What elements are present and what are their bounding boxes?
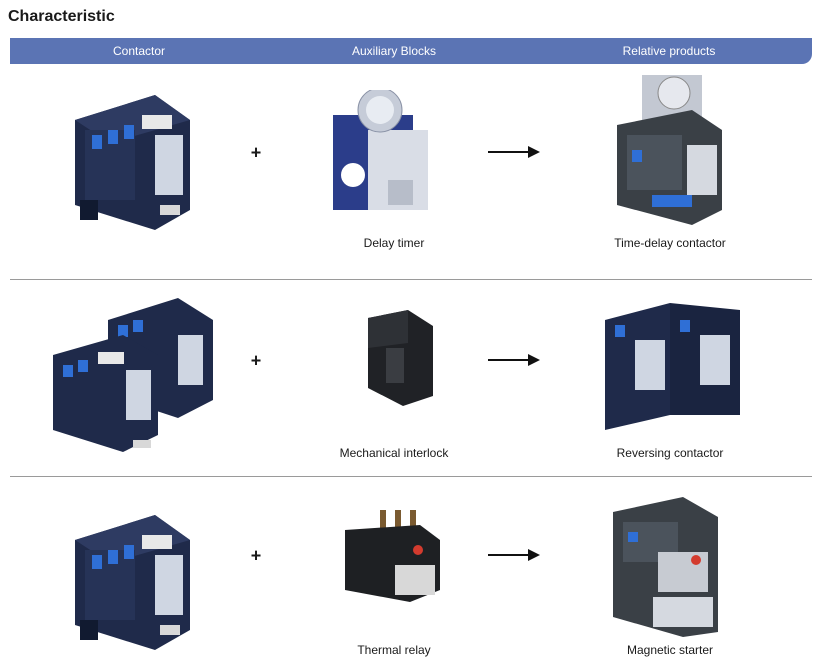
delay-timer-image <box>333 90 428 210</box>
time-delay-contactor-image <box>617 75 722 225</box>
aux-caption-2: Mechanical interlock <box>339 446 449 460</box>
mechanical-interlock-image <box>368 310 433 406</box>
header-auxiliary-blocks: Auxiliary Blocks <box>351 44 437 58</box>
contactor-image <box>75 95 190 230</box>
aux-caption-3: Thermal relay <box>357 643 431 657</box>
row-divider <box>10 476 812 477</box>
arrow-right-icon <box>488 146 540 158</box>
double-contactor-image <box>53 298 213 452</box>
product-caption-2: Reversing contactor <box>616 446 724 460</box>
header-relative-products: Relative products <box>622 44 716 58</box>
product-caption-1: Time-delay contactor <box>614 236 726 250</box>
product-caption-3: Magnetic starter <box>626 643 714 657</box>
arrow-right-icon <box>488 549 540 561</box>
plus-sign: + <box>250 545 262 566</box>
page-title: Characteristic <box>8 8 115 25</box>
magnetic-starter-image <box>613 497 718 637</box>
table-header: Contactor Auxiliary Blocks Relative prod… <box>10 38 812 64</box>
aux-caption-1: Delay timer <box>363 236 425 250</box>
plus-sign: + <box>250 350 262 371</box>
contactor-image <box>75 515 190 650</box>
plus-sign: + <box>250 142 262 163</box>
reversing-contactor-image <box>605 303 740 430</box>
header-contactor: Contactor <box>112 44 166 58</box>
row-divider <box>10 279 812 280</box>
arrow-right-icon <box>488 354 540 366</box>
thermal-relay-image <box>345 510 440 602</box>
